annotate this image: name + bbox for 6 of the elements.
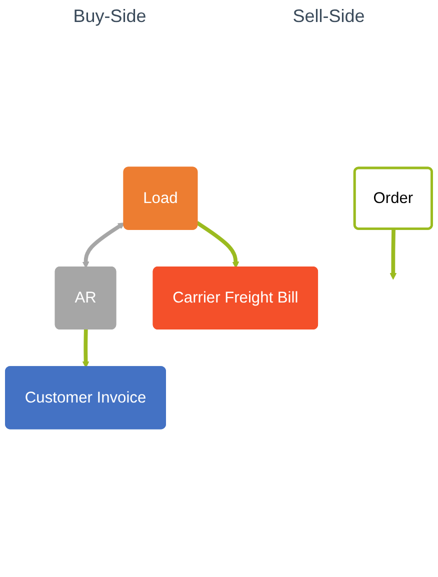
arrow — [390, 229, 397, 280]
arrow — [82, 328, 90, 368]
column-heading: Sell-Side — [292, 6, 365, 27]
arrow — [82, 222, 125, 268]
arrow — [196, 221, 240, 268]
column-heading: Buy-Side — [73, 6, 146, 27]
